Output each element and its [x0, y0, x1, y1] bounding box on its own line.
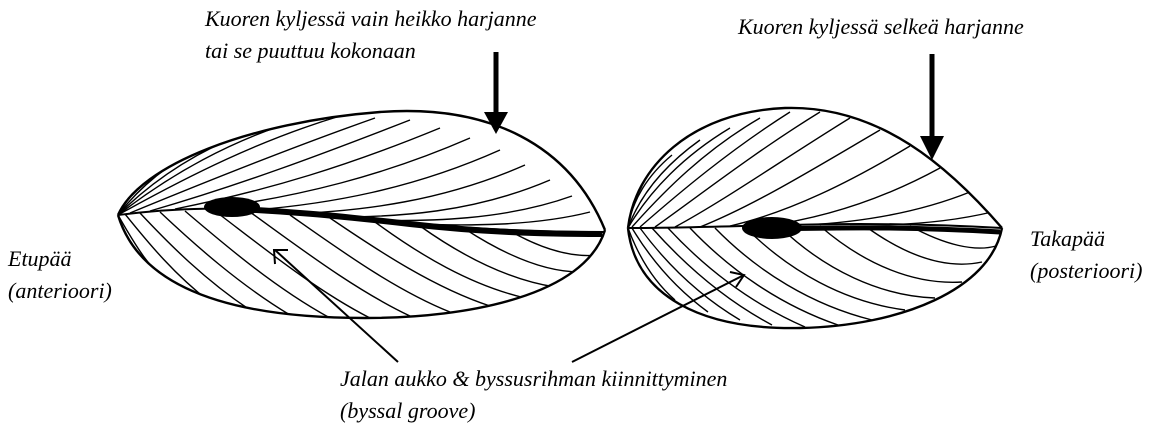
label-anterior: Etupää: [8, 246, 72, 272]
label-weak-ridge-line1: Kuoren kyljessä vain heikko harjanne: [205, 6, 537, 32]
pointer-right: [572, 272, 744, 362]
right-shell-top-growth-lines: [628, 112, 992, 228]
pointer-left: [274, 250, 398, 362]
label-byssal-groove-latin: (byssal groove): [340, 398, 475, 424]
label-anterior-latin: (anterioori): [8, 278, 112, 304]
label-clear-ridge: Kuoren kyljessä selkeä harjanne: [738, 14, 1024, 40]
label-posterior: Takapää: [1030, 226, 1105, 252]
label-weak-ridge-line2: tai se puuttuu kokonaan: [205, 38, 416, 64]
label-posterior-latin: (posterioori): [1030, 258, 1142, 284]
left-shell-bottom-growth-lines: [118, 211, 598, 318]
right-shell: [628, 108, 1002, 328]
arrow-right-ridge: [920, 54, 944, 160]
right-shell-bottom-growth-lines: [628, 226, 996, 327]
left-shell: [118, 111, 605, 318]
label-byssal-groove: Jalan aukko & byssusrihman kiinnittymine…: [340, 366, 727, 392]
